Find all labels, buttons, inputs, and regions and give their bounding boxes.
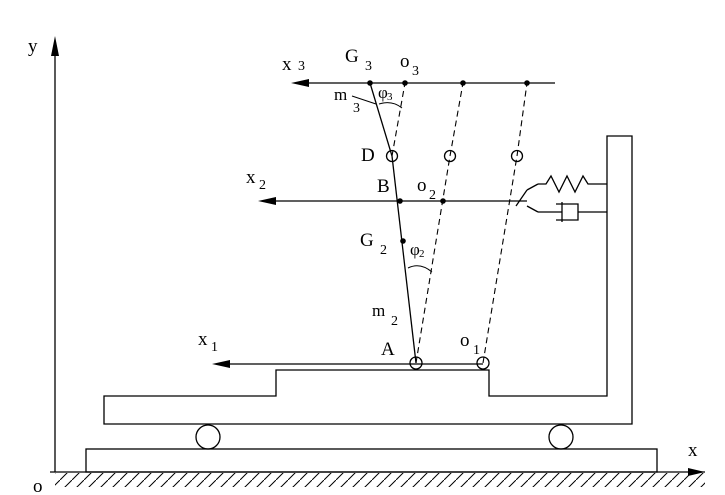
upper-pendulum-link — [369, 82, 393, 157]
point-x3-ref1 — [460, 80, 466, 86]
x3-label: x — [282, 54, 292, 75]
y-axis-label: y — [28, 36, 38, 57]
point-B — [397, 198, 403, 204]
m3-pointer — [351, 95, 377, 105]
phi3-subscript: 3 — [387, 91, 393, 103]
o1-reference-line — [482, 155, 518, 364]
base-rail — [85, 448, 658, 473]
left-wheel — [195, 424, 221, 450]
x1-label: x — [198, 329, 208, 350]
x3-subscript: 3 — [298, 59, 305, 74]
G3-subscript: 3 — [365, 59, 372, 74]
x2-label: x — [246, 167, 256, 188]
G2-label: G — [360, 230, 374, 251]
phi2-arc — [407, 265, 433, 273]
m3-subscript: 3 — [353, 101, 360, 116]
joint-o1 — [476, 356, 490, 370]
o1-label: o — [460, 330, 470, 351]
x2-axis — [258, 197, 527, 205]
cart-body — [103, 135, 633, 425]
phi2-label: φ — [410, 240, 420, 259]
x3-axis — [291, 79, 555, 87]
y-axis — [51, 36, 59, 472]
x1-subscript: 1 — [211, 340, 218, 355]
x-axis — [688, 468, 705, 476]
phi3-label: φ — [378, 83, 388, 102]
upper-vertical-reference — [391, 82, 406, 157]
o3-label: o — [400, 51, 410, 72]
B-label: B — [377, 176, 390, 197]
o2-subscript: 2 — [429, 188, 436, 203]
phi2-subscript: 2 — [419, 248, 425, 260]
ground — [50, 471, 705, 487]
o1-subscript: 1 — [473, 343, 480, 358]
m2-label: m — [372, 301, 385, 320]
m3-label: m — [334, 85, 347, 104]
point-G2 — [400, 238, 406, 244]
G3-label: G — [345, 46, 359, 67]
o3-subscript: 3 — [412, 64, 419, 79]
m2-subscript: 2 — [391, 314, 398, 329]
lower-reference-line — [415, 155, 451, 364]
point-o2 — [440, 198, 446, 204]
o2-label: o — [417, 175, 427, 196]
x1-axis — [212, 360, 483, 368]
G2-subscript: 2 — [380, 243, 387, 258]
point-G3 — [367, 80, 373, 86]
x-axis-label: x — [688, 440, 698, 461]
spring-element — [526, 174, 607, 194]
A-label: A — [381, 339, 395, 360]
joint-D-o1-reference — [510, 149, 524, 163]
joint-A — [409, 356, 423, 370]
joint-D-reference — [443, 149, 457, 163]
origin-label: o — [33, 476, 43, 495]
joint-D — [385, 149, 399, 163]
point-x3-ref2 — [524, 80, 530, 86]
upper-reference-line — [449, 82, 464, 157]
damper-element — [515, 189, 607, 222]
phi3-arc — [378, 102, 403, 109]
x2-subscript: 2 — [259, 178, 266, 193]
D-label: D — [361, 145, 375, 166]
point-o3 — [402, 80, 408, 86]
o1-upper-reference-line — [516, 82, 528, 157]
right-wheel — [548, 424, 574, 450]
lower-pendulum-link — [391, 155, 417, 364]
